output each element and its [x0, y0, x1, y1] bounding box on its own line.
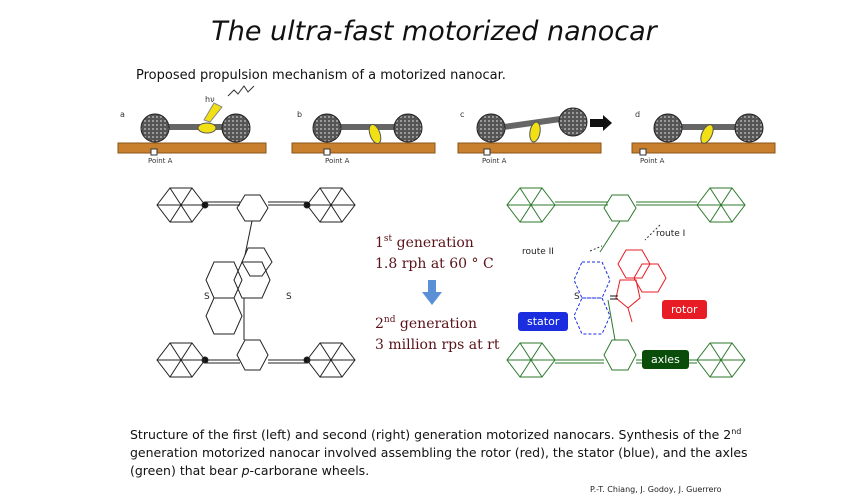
caption-part-2: generation motorized nanocar involved as…: [130, 445, 748, 478]
second-generation-sup: nd: [383, 315, 396, 325]
second-generation-text: 2nd generation 3 million rps at rt: [375, 314, 499, 356]
carborane-wheel-top-left-2: [506, 187, 556, 223]
second-generation-speed: 3 million rps at rt: [375, 337, 500, 353]
slide-subtitle: Proposed propulsion mechanism of a motor…: [136, 68, 506, 83]
surface-a: [117, 142, 267, 154]
point-a-marker-c: [483, 148, 491, 156]
caption-part-1: Structure of the first (left) and second…: [130, 427, 732, 442]
panel-b-letter: b: [297, 110, 303, 119]
carborane-wheel-top-right-2: [696, 187, 746, 223]
down-arrow-icon: [422, 280, 442, 305]
caption-part-3: -carborane wheels.: [249, 463, 370, 478]
figure-caption: Structure of the first (left) and second…: [130, 426, 770, 480]
rotor-tag: rotor: [662, 300, 707, 319]
slide-title: The ultra-fast motorized nanocar: [211, 16, 657, 47]
first-generation-molecule: [156, 187, 356, 378]
surface-d: [631, 142, 776, 154]
panel-a-point-label: Point A: [148, 157, 173, 165]
hv-label: hν: [205, 95, 215, 104]
panel-b-point-label: Point A: [325, 157, 350, 165]
carborane-wheel-bottom-left-2: [506, 342, 556, 378]
first-generation-number: 1: [375, 235, 384, 251]
second-generation-molecule: [506, 187, 746, 378]
point-a-marker-b: [323, 148, 331, 156]
panel-d-letter: d: [635, 110, 641, 119]
sulfur-label-stator: S: [574, 292, 580, 302]
axles-tag: axles: [642, 350, 689, 369]
stator-tag: stator: [518, 312, 569, 331]
carborane-wheel-bottom-left-1: [156, 342, 206, 378]
author-credit: P.-T. Chiang, J. Godoy, J. Guerrero: [590, 485, 722, 494]
sulfur-label-left: S: [204, 292, 210, 302]
route-one-label: route I: [656, 229, 686, 239]
nanocar-b: [312, 113, 423, 145]
caption-sup: nd: [731, 427, 742, 436]
second-generation-number: 2: [375, 316, 384, 332]
nanocar-d: [653, 113, 764, 144]
sulfur-label-right: S: [286, 292, 292, 302]
point-a-marker-d: [639, 148, 647, 156]
nanocar-c: [476, 107, 612, 143]
panel-c-letter: c: [460, 110, 465, 119]
carborane-wheel-bottom-right-2: [696, 342, 746, 378]
carborane-wheel-top-left-1: [156, 187, 206, 223]
surface-c: [457, 142, 602, 154]
carborane-wheel-bottom-right-1: [306, 342, 356, 378]
caption-italic: p: [241, 463, 250, 478]
panel-a-letter: a: [120, 110, 125, 119]
panel-c-point-label: Point A: [482, 157, 507, 165]
nanocar-a: [140, 85, 255, 143]
carborane-wheel-top-right-1: [306, 187, 356, 223]
route-two-label: route II: [522, 247, 554, 257]
panel-d-point-label: Point A: [640, 157, 665, 165]
second-generation-label: generation: [395, 316, 478, 332]
first-generation-sup: st: [383, 234, 393, 244]
surface-b: [291, 142, 436, 154]
first-generation-label: generation: [392, 235, 474, 251]
first-generation-text: 1st generation 1.8 rph at 60 ° C: [375, 233, 494, 275]
point-a-marker-a: [150, 148, 158, 156]
first-generation-speed: 1.8 rph at 60 ° C: [375, 256, 494, 272]
